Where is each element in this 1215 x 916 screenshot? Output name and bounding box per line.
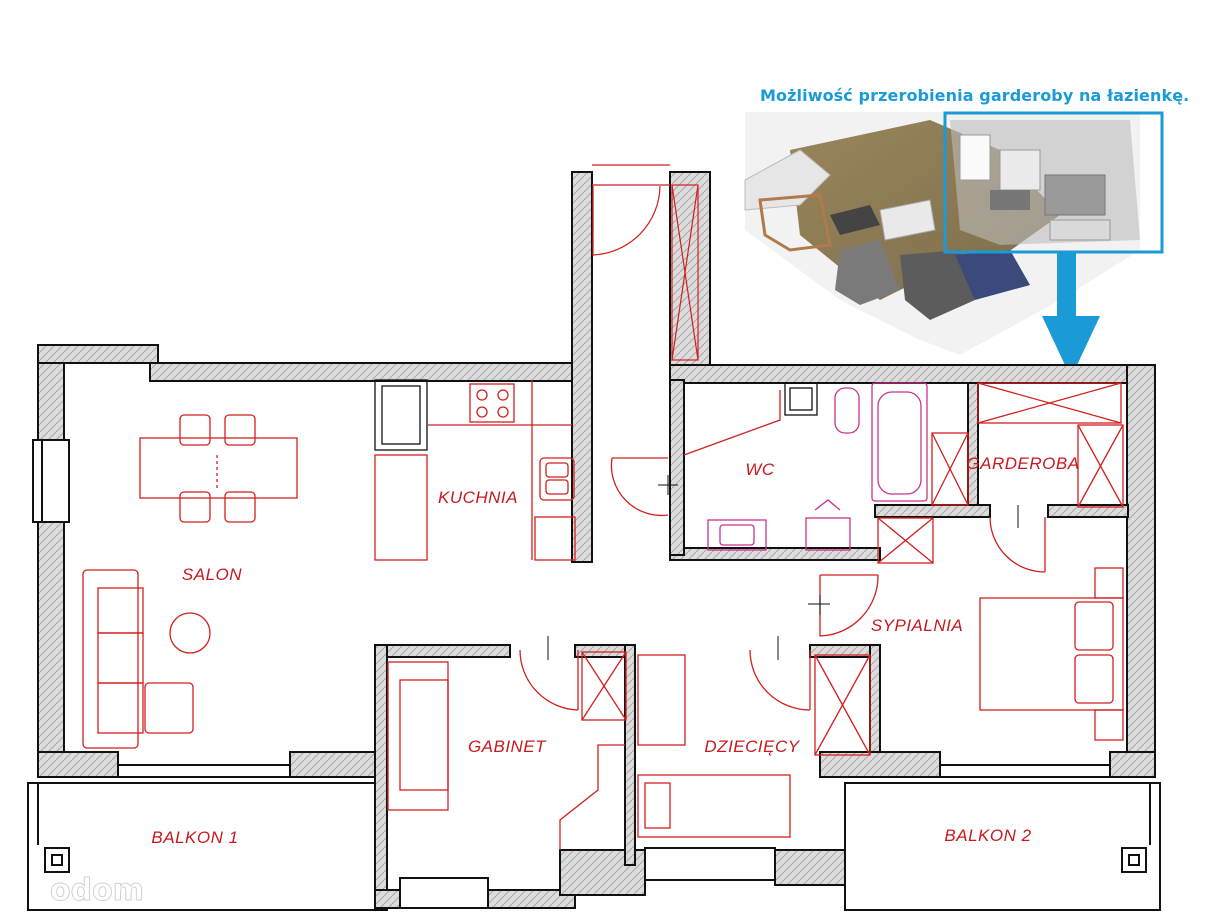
entrance-door: [592, 164, 699, 361]
label-salon: SALON: [182, 565, 242, 584]
windows: [32, 439, 1111, 909]
arrow-down-icon: [1042, 252, 1100, 378]
highlight-box: [943, 111, 1164, 254]
label-balkon-1: BALKON 1: [151, 828, 238, 847]
label-dzieciecy: DZIECIĘCY: [704, 737, 800, 756]
label-garderoba: GARDEROBA: [966, 454, 1079, 473]
render-3d-image: [744, 111, 1164, 355]
label-sypialnia: SYPIALNIA: [871, 616, 963, 635]
label-kuchnia: KUCHNIA: [438, 488, 518, 507]
door-markers: [547, 475, 1019, 660]
room-labels: SALON KUCHNIA WC GARDEROBA SYPIALNIA GAB…: [151, 454, 1079, 847]
balconies: [27, 782, 1161, 911]
caption-text: Możliwość przerobienia garderoby na łazi…: [760, 86, 1190, 105]
watermark: odom: [50, 873, 144, 908]
furniture: [82, 379, 1124, 850]
label-wc: WC: [745, 460, 775, 479]
bathroom-fixtures: [707, 382, 928, 551]
label-balkon-2: BALKON 2: [944, 826, 1031, 845]
label-gabinet: GABINET: [468, 737, 547, 756]
